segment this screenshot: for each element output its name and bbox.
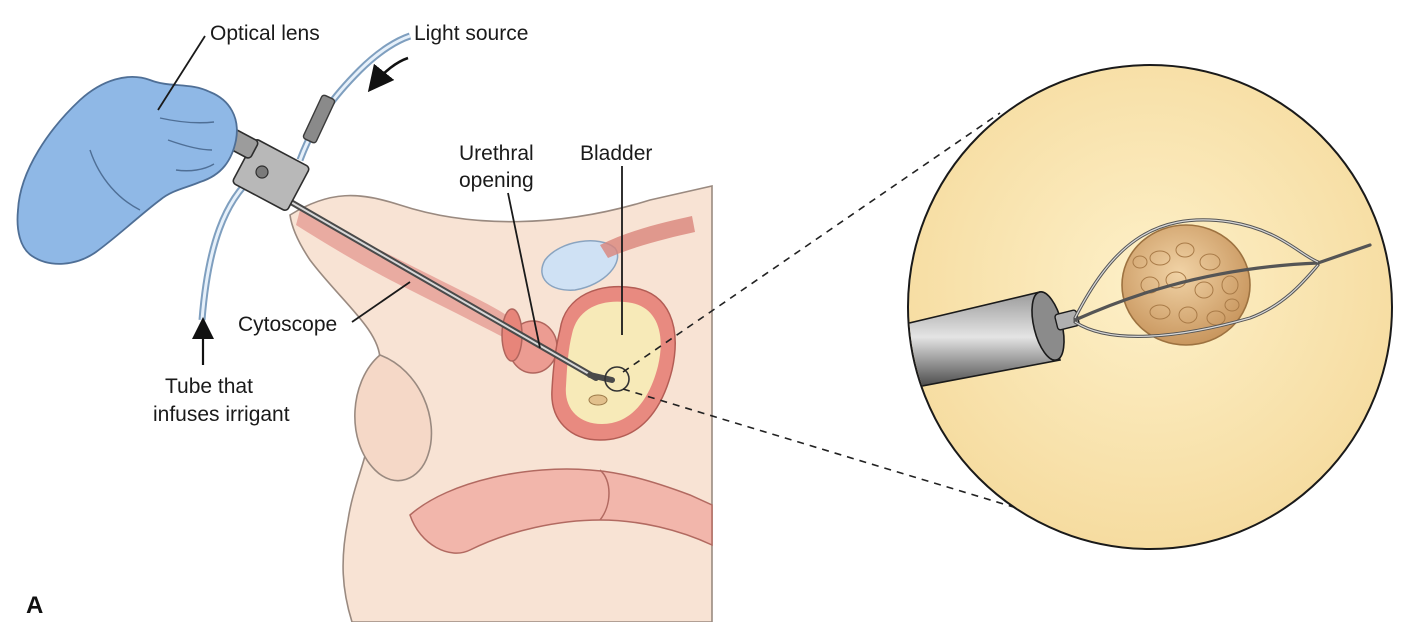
urethra — [296, 210, 525, 345]
light-connector — [302, 94, 336, 144]
panel-label: A — [26, 592, 43, 619]
urethral-opening-label-line1: Urethral — [459, 142, 534, 165]
irrigant-tube — [198, 172, 258, 321]
pelvis-anatomy — [289, 184, 713, 622]
scrotum — [354, 354, 433, 482]
labels: Optical lens Light source Urethral openi… — [26, 22, 652, 619]
magnified-view — [907, 64, 1393, 550]
bladder-stone — [588, 394, 608, 406]
magnified-area-marker — [604, 366, 630, 392]
light-source-label: Light source — [414, 22, 528, 45]
scope-tip — [587, 372, 615, 383]
glove-fingers — [89, 117, 215, 211]
tube-label-line1: Tube that — [165, 375, 253, 398]
scope-bridge — [232, 138, 310, 212]
tube-label-line2: infuses irrigant — [153, 403, 290, 426]
cytoscope-label: Cytoscope — [238, 313, 337, 336]
pubic-bone — [541, 240, 619, 291]
kidney-stone — [1121, 224, 1251, 346]
gloved-hand — [16, 76, 238, 265]
bladder-label: Bladder — [580, 142, 652, 165]
magnify-line-top — [622, 112, 1001, 373]
leader-lines — [157, 35, 1041, 516]
urethral-opening-label-line2: opening — [459, 169, 534, 192]
pubic-ligament — [600, 216, 695, 258]
rectum-fold — [599, 469, 610, 521]
magnified-scope-barrel — [909, 291, 1062, 393]
glove — [16, 76, 238, 265]
light-source-arrow — [367, 56, 409, 93]
optical-lens-label: Optical lens — [210, 22, 320, 45]
rectum — [409, 468, 713, 554]
